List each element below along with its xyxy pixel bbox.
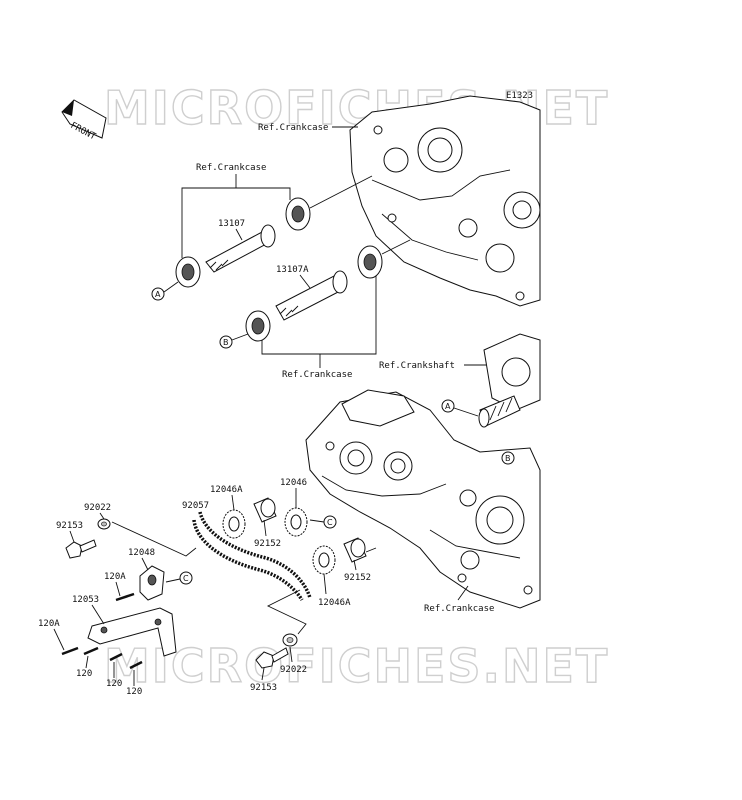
bearing-upper [285, 197, 311, 231]
shaft-13107 [205, 224, 276, 273]
guide-12053 [87, 607, 177, 657]
shaft-13107A [275, 270, 348, 321]
sprocket-12046A-top [222, 509, 246, 539]
bolt-92153-top [65, 539, 97, 559]
timing-chain-92057 [192, 511, 312, 601]
sprocket-12046 [284, 507, 308, 537]
part-120-a: 120 [76, 669, 92, 679]
washer-92022-bottom [282, 633, 298, 647]
crankshaft-illustration [478, 333, 541, 428]
part-13107A: 13107A [276, 265, 309, 275]
bolt-120-b [109, 652, 123, 662]
bolt-120-c [129, 660, 143, 670]
part-92022-top: 92022 [84, 503, 111, 513]
part-92152-left: 92152 [254, 539, 281, 549]
upper-crankcase-illustration [349, 95, 541, 307]
ref-crankcase-top: Ref.Crankcase [258, 123, 328, 133]
part-120A-upper: 120A [104, 572, 126, 582]
part-120-c: 120 [126, 687, 142, 697]
bearing-right [357, 245, 383, 279]
part-12048: 12048 [128, 548, 155, 558]
part-12046A-bottom: 12046A [318, 598, 351, 608]
part-12046A-top: 12046A [210, 485, 243, 495]
ref-crankcase-left: Ref.Crankcase [196, 163, 266, 173]
part-92022-bottom: 92022 [280, 665, 307, 675]
bolt-120-a [83, 646, 99, 656]
bushing-92152-right [343, 537, 367, 563]
callout-b2: B [505, 454, 511, 463]
bolt-120A-lower [61, 646, 79, 656]
callout-c2: C [183, 574, 189, 583]
callout-a1: A [155, 290, 161, 299]
washer-92022-top [97, 518, 111, 530]
diagram-code: E1323 [506, 91, 533, 101]
bushing-92152-left [253, 497, 277, 523]
part-13107: 13107 [218, 219, 245, 229]
callout-b1: B [223, 338, 229, 347]
tensioner-12048 [139, 565, 165, 601]
part-92153-bottom: 92153 [250, 683, 277, 693]
ref-crankshaft: Ref.Crankshaft [379, 361, 455, 371]
lower-crankcase-illustration [305, 389, 541, 609]
part-12053: 12053 [72, 595, 99, 605]
ref-crankcase-bottom: Ref.Crankcase [424, 604, 494, 614]
ref-crankcase-mid: Ref.Crankcase [282, 370, 352, 380]
part-120A-lower: 120A [38, 619, 60, 629]
bolt-92153-bottom [255, 647, 289, 669]
part-12046: 12046 [280, 478, 307, 488]
callout-a2: A [445, 402, 451, 411]
part-120-b: 120 [106, 679, 122, 689]
part-92057: 92057 [182, 501, 209, 511]
part-92153-top: 92153 [56, 521, 83, 531]
bearing-lower [245, 310, 271, 342]
sprocket-12046A-bottom [312, 545, 336, 575]
watermark-bottom: MICROFICHES.NET [104, 639, 609, 693]
bolt-120A-upper [115, 592, 135, 602]
bearing-left [175, 256, 201, 288]
front-arrow-icon: FRONT [61, 99, 107, 143]
callout-c1: C [327, 518, 333, 527]
part-92152-right: 92152 [344, 573, 371, 583]
